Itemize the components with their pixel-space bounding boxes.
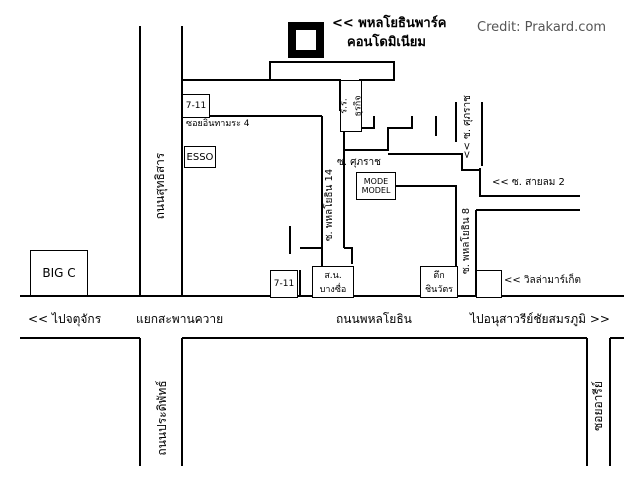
left-direction-label: << ไปจตุจักร [28,312,102,326]
villa-market-label: << วิลล่ามาร์เก็ต [504,275,581,286]
soi14-lower-connector [344,247,353,264]
shinawatra-label-1: ตึก [433,271,445,281]
seven-eleven-top-label: 7-11 [185,101,207,111]
pradiphat-road-label: ถนนประดิพัทธ์ [155,380,169,456]
soi-supharat-right-label: << ซ. ศุภราช [462,95,473,159]
bigc-label: BIG C [42,266,76,280]
shinawatra-building-box[interactable]: ตึก ชินวัตร [420,266,458,298]
main-road-label: ถนนพหลโยธิน [336,312,412,326]
school-box[interactable]: ร.ร. ธุรกิจ [340,80,365,132]
condo-road-block [269,61,395,111]
bangsue-police-box[interactable]: ส.น. บางซื่อ [312,266,354,298]
soi-inthamara4-label: ซอยอินทามระ 4 [186,119,250,129]
shinawatra-label-2: ชินวัตร [425,285,453,295]
soi-phahon8-label: ซ. พหลโยธิน 8 [461,207,472,275]
credit-text: Credit: Prakard.com [477,20,607,35]
villa-market-box[interactable] [476,270,502,298]
condo-building-icon [288,22,324,58]
intersection-label: แยกสะพานควาย [136,312,224,326]
bangsue-police-label-1: ส.น. [324,271,342,281]
soi-supharat-upper-edge [344,116,413,151]
school-label: ร.ร. ธุรกิจ [340,95,365,117]
soi-supharat-lower-run [388,153,480,171]
mode-model-label-1: MODE [363,177,389,186]
soi-saisom2-label: << ซ. สายลม 2 [492,177,565,188]
soi-supharat-label: ซ. ศุภราช [337,157,381,168]
soi-phahon14-label: ซ. พหลโยธิน 14 [324,168,335,242]
seven-eleven-bottom-box[interactable]: 7-11 [270,270,298,298]
seven-eleven-bottom-label: 7-11 [273,279,295,289]
sutthisan-road-label: ถนนสุทธิสาร [153,152,167,220]
mode-model-box[interactable]: MODE MODEL [356,172,396,200]
soi-ari-label: ซอยอารีย์ [591,381,605,431]
soi-saisom-top-edge [479,168,580,197]
bigc-box[interactable]: BIG C [30,250,88,296]
seven-eleven-top-box[interactable]: 7-11 [182,94,210,118]
mode-model-label-2: MODEL [361,186,391,195]
esso-label: ESSO [186,151,214,163]
esso-box[interactable]: ESSO [184,146,216,168]
bangsue-police-label-2: บางซื่อ [319,285,347,295]
destination-line-1: << พหลโยธินพาร์ค [332,16,447,31]
right-direction-label: ไปอนุสาวรีย์ชัยสมรภูมิ >> [470,312,610,326]
destination-line-2: คอนโดมิเนียม [347,35,426,50]
